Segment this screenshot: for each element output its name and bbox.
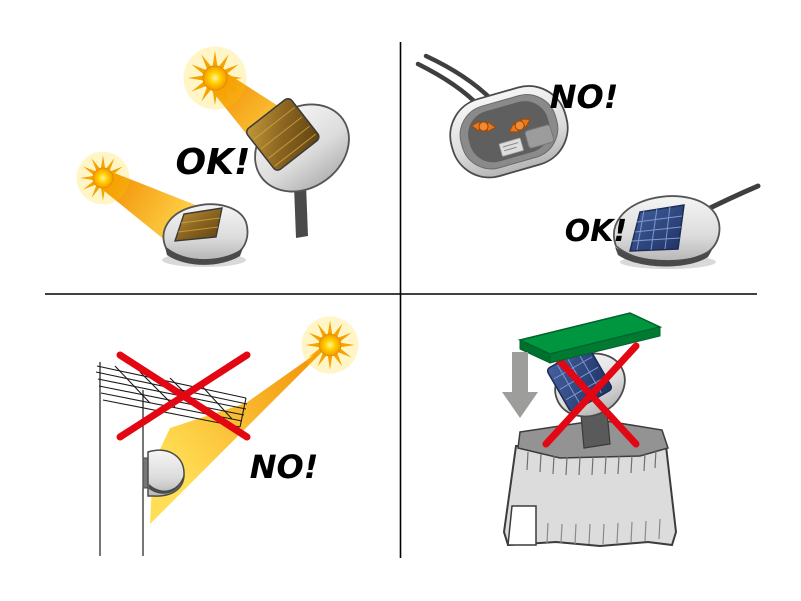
sun-icon (183, 46, 247, 110)
wing-nut (508, 118, 531, 133)
wall (99, 362, 144, 556)
solar-device-angled (245, 97, 350, 238)
wing-nut (470, 120, 497, 133)
solar-device-flat (162, 203, 249, 267)
ok-label: OK! (176, 142, 251, 183)
pedestal-notch (507, 505, 537, 546)
ok-label: OK! (565, 214, 627, 249)
down-arrow-icon (502, 352, 538, 418)
device-label-sticker (498, 137, 524, 157)
solar-device-ok (613, 183, 761, 269)
divider-lines (45, 42, 757, 558)
sun-icon (76, 151, 130, 205)
no-label: NO! (550, 78, 619, 116)
sensor-device-under-roof (142, 449, 185, 497)
solar-panel (173, 207, 223, 242)
roof-awning (95, 365, 248, 428)
red-cross-icon (116, 351, 251, 441)
red-cross-icon (542, 342, 640, 448)
solar-panel (629, 204, 685, 252)
panel-top-right: NO! OK! (415, 53, 761, 269)
solar-panel (245, 97, 320, 171)
panel-bottom-right (502, 312, 678, 548)
panel-bottom-left: NO! (95, 316, 359, 556)
green-board (517, 312, 663, 364)
no-label: NO! (250, 448, 319, 486)
device-underside (449, 85, 569, 179)
panel-top-left: OK! (76, 46, 350, 267)
sun-icon (301, 316, 359, 374)
